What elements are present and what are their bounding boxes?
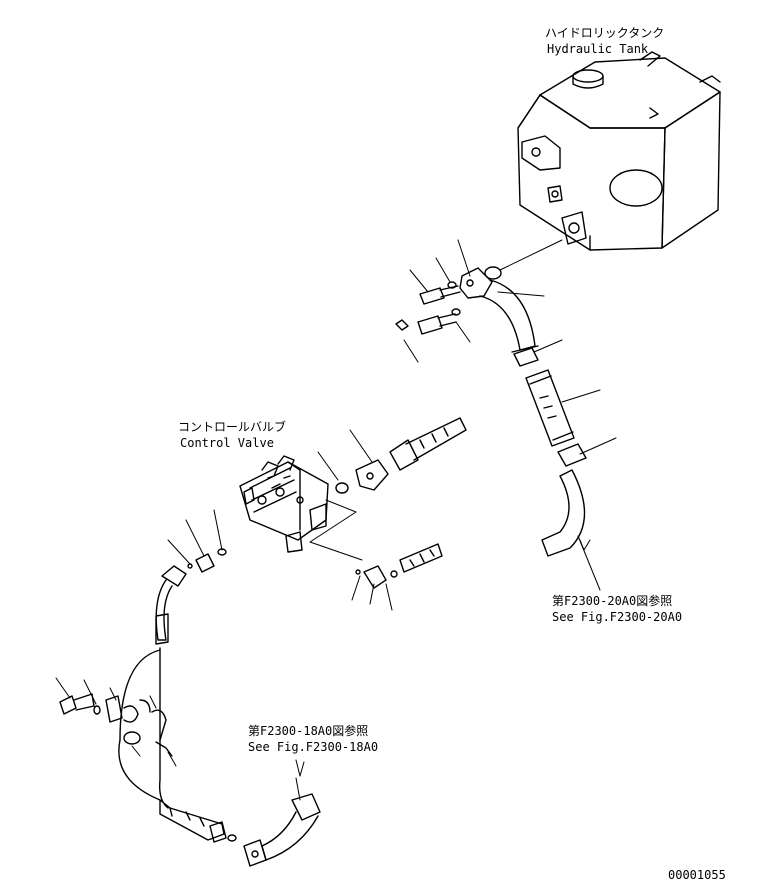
tank-outlet-elbow xyxy=(396,268,538,352)
valve-port-adapter-lower xyxy=(356,544,442,588)
control-valve xyxy=(240,456,328,552)
hose-nipple-upper xyxy=(514,348,538,366)
valve-port-adapter-left xyxy=(188,549,226,572)
hydraulic-tank-label-en: Hydraulic Tank xyxy=(547,42,649,56)
hydraulic-tank xyxy=(518,52,720,250)
control-valve-label-en: Control Valve xyxy=(180,436,274,450)
lower-hose xyxy=(160,800,236,842)
ref-arrow-18a0 xyxy=(296,760,304,776)
leader-lines-valve xyxy=(168,430,392,610)
ref-arrow-20a0 xyxy=(580,540,590,550)
reference-note-20a0-en: See Fig.F2300-20A0 xyxy=(552,610,683,624)
hose-clamp-group xyxy=(60,694,172,756)
lower-outlet-elbow xyxy=(244,778,320,866)
hydraulic-tank-label-jp: ハイドロリックタンク xyxy=(545,26,665,40)
reference-note-18a0-en: See Fig.F2300-18A0 xyxy=(248,740,379,754)
o-ring xyxy=(485,267,501,279)
suction-hose xyxy=(526,370,574,446)
valve-port-adapter-upper xyxy=(336,418,466,493)
pilot-hose xyxy=(119,566,186,808)
hose-nipple-lower xyxy=(558,444,586,466)
control-valve-label-jp: コントロールバルブ xyxy=(178,420,287,434)
drawing-number: 00001055 xyxy=(668,868,726,882)
reference-note-18a0-jp: 第F2300-18A0図参照 xyxy=(248,724,369,738)
return-hose xyxy=(542,470,585,556)
reference-note-20a0-jp: 第F2300-20A0図参照 xyxy=(552,594,673,608)
leader-lines-left xyxy=(56,678,176,766)
leader-lines-upper xyxy=(404,240,616,590)
